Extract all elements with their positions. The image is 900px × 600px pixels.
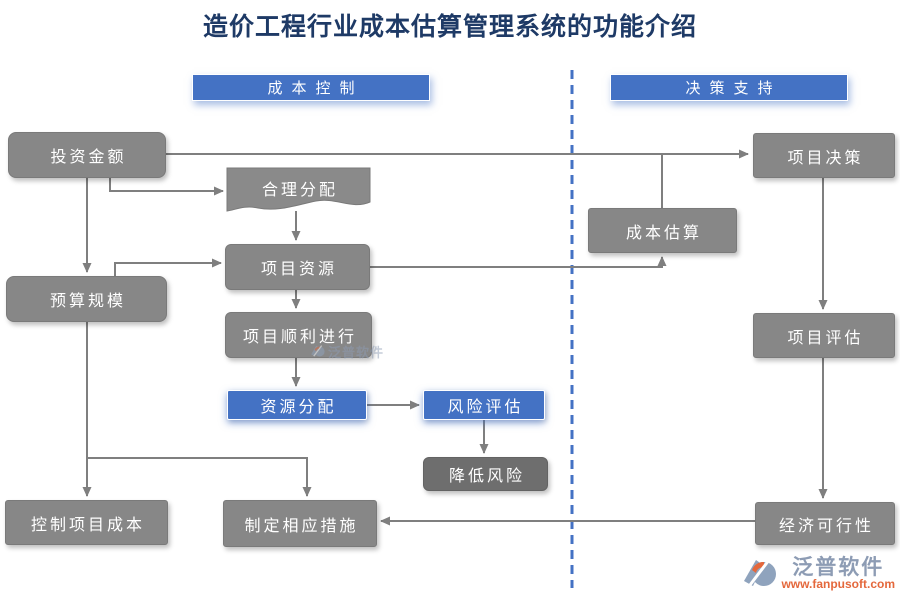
- document-shape-reasonable-allocation: [226, 167, 371, 212]
- footer-logo-url: www.fanpusoft.com: [781, 577, 895, 592]
- node-economic-feasibility: 经济可行性: [755, 502, 895, 545]
- node-project-evaluation: 项目评估: [753, 313, 895, 358]
- node-risk-assessment: 风险评估: [423, 390, 545, 420]
- footer-logo-name: 泛普软件: [792, 554, 885, 579]
- node-cost-estimate: 成本估算: [588, 208, 737, 253]
- connector-budget-to-resources: [114, 258, 222, 276]
- center-watermark: 泛普软件: [310, 342, 384, 361]
- footer-logo: 泛普软件 www.fanpusoft.com: [741, 554, 895, 592]
- section-header-cost-control: 成本控制: [192, 74, 430, 101]
- connector-budget-to-measures: [87, 457, 312, 497]
- watermark-text: 泛普软件: [328, 346, 385, 361]
- footer-logo-icon: [744, 559, 777, 586]
- node-project-decision: 项目决策: [753, 133, 895, 178]
- node-reduce-risk: 降低风险: [423, 457, 548, 491]
- node-budget-scale: 预算规模: [6, 276, 167, 322]
- node-project-smooth-progress: 项目顺利进行: [225, 312, 372, 358]
- connector-resources-to-estimate: [370, 256, 667, 268]
- watermark-logo-icon: [311, 345, 325, 357]
- node-control-project-cost: 控制项目成本: [5, 500, 168, 545]
- node-project-resources: 项目资源: [225, 244, 370, 290]
- connector-investment-to-allocation: [109, 178, 224, 196]
- page-title: 造价工程行业成本估算管理系统的功能介绍: [202, 12, 697, 41]
- section-header-decision-support: 决策支持: [610, 74, 848, 101]
- node-reasonable-allocation: 合理分配: [261, 180, 338, 199]
- node-make-measures: 制定相应措施: [223, 500, 377, 547]
- node-investment-amount: 投资金额: [8, 132, 166, 178]
- node-resource-allocation: 资源分配: [227, 390, 367, 420]
